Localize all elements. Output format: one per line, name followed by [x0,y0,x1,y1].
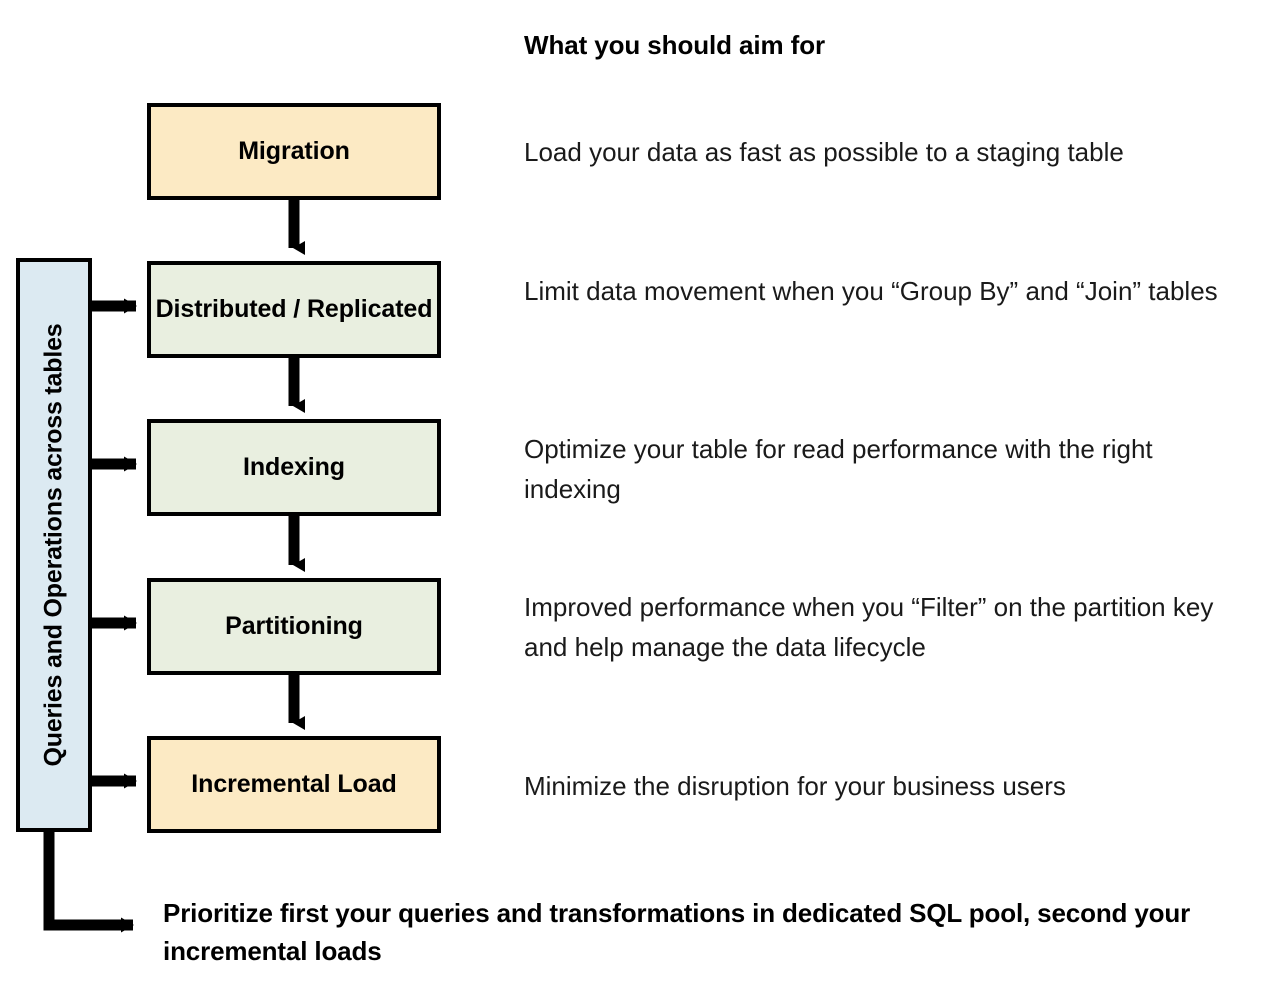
description-indexing: Optimize your table for read performance… [524,434,1153,504]
stage-box-incremental-load[interactable]: Incremental Load [147,736,441,833]
takeaway-text: Prioritize first your queries and transf… [163,898,1191,966]
stage-box-partitioning[interactable]: Partitioning [147,578,441,675]
stage-box-migration[interactable]: Migration [147,103,441,200]
stage-label-partitioning: Partitioning [225,612,363,641]
description-incremental-load: Minimize the disruption for your busines… [524,771,1066,801]
stage-label-indexing: Indexing [243,453,345,482]
page-title: What you should aim for [524,30,826,60]
stage-label-incremental-load: Incremental Load [191,770,397,799]
stage-box-distributed-replicated[interactable]: Distributed / Replicated [147,261,441,358]
stage-label-migration: Migration [238,137,350,166]
queries-operations-sidebar[interactable]: Queries and Operations across tables [16,258,92,832]
stage-box-indexing[interactable]: Indexing [147,419,441,516]
description-partitioning: Improved performance when you “Filter” o… [524,592,1214,662]
sidebar-elbow-arrow-to-takeaway [43,831,134,933]
sidebar-label: Queries and Operations across tables [39,323,68,767]
stage-label-distributed-replicated: Distributed / Replicated [155,295,433,324]
description-distributed-replicated: Limit data movement when you “Group By” … [524,276,1218,306]
description-migration: Load your data as fast as possible to a … [524,137,1124,167]
